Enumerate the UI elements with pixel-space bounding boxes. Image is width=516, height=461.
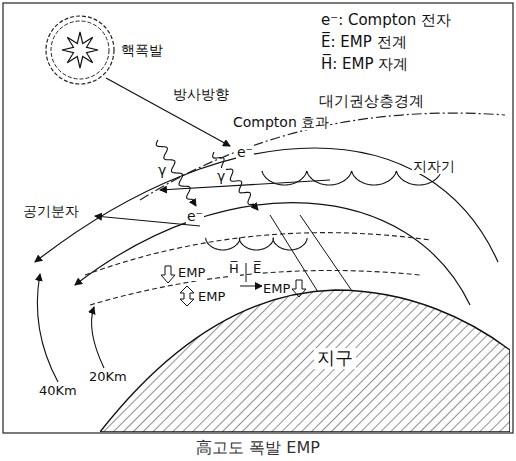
air-arrow: [95, 216, 200, 226]
blast-circle-inner: [51, 21, 109, 79]
label-text: 20Km: [88, 370, 128, 385]
field-line: [75, 203, 470, 305]
region-name: 지구: [314, 348, 356, 369]
label-text: E̅: [252, 262, 262, 277]
label-text: 공기분자: [22, 203, 80, 219]
emp-ray: [300, 215, 352, 291]
label-text: e⁻: [236, 144, 254, 160]
altitude-leader: [92, 307, 104, 368]
electron-spiral: [206, 238, 307, 250]
label-text: EMP: [262, 282, 291, 297]
label-text: 지자기: [412, 158, 456, 174]
figure-caption: 高고도 폭발 EMP: [0, 438, 516, 459]
altitude-leader: [37, 274, 58, 382]
earth-outline: [100, 290, 510, 432]
label-text: Compton 효과: [232, 114, 330, 130]
emp-arrow: [161, 266, 175, 283]
earth-shape: [100, 288, 510, 432]
label-text: H̅: EMP 자계: [320, 56, 409, 73]
earth-region: 지구: [100, 288, 510, 432]
blast-circle-outer: [46, 16, 114, 84]
blast-star: [62, 32, 98, 68]
field-line: [35, 148, 498, 262]
label-text: 대기권상층경계: [318, 93, 425, 110]
label-text: 방사방향: [172, 86, 230, 102]
atmosphere-boundary: [140, 113, 505, 200]
frame: [3, 3, 513, 433]
e-vector: [240, 286, 262, 287]
label-text: e⁻: [186, 208, 204, 224]
label-text: γ: [157, 162, 167, 178]
air-arrow: [160, 180, 330, 190]
h-vector: [246, 263, 247, 282]
label-text: γ: [216, 168, 226, 184]
label-text: EMP: [197, 290, 226, 305]
gamma-ray: [213, 152, 258, 210]
label-text: H̅: [228, 262, 240, 277]
emp-ray: [270, 215, 318, 292]
label-text: 40Km: [38, 384, 78, 399]
radiation-line: [106, 78, 230, 146]
label-text: EMP: [177, 266, 206, 281]
label-text: e⁻: Compton 전자: [320, 12, 452, 29]
label-text: E̅: EMP 전계: [320, 34, 408, 51]
label-text: 핵폭발: [120, 42, 164, 58]
emp-arrow: [180, 286, 194, 306]
